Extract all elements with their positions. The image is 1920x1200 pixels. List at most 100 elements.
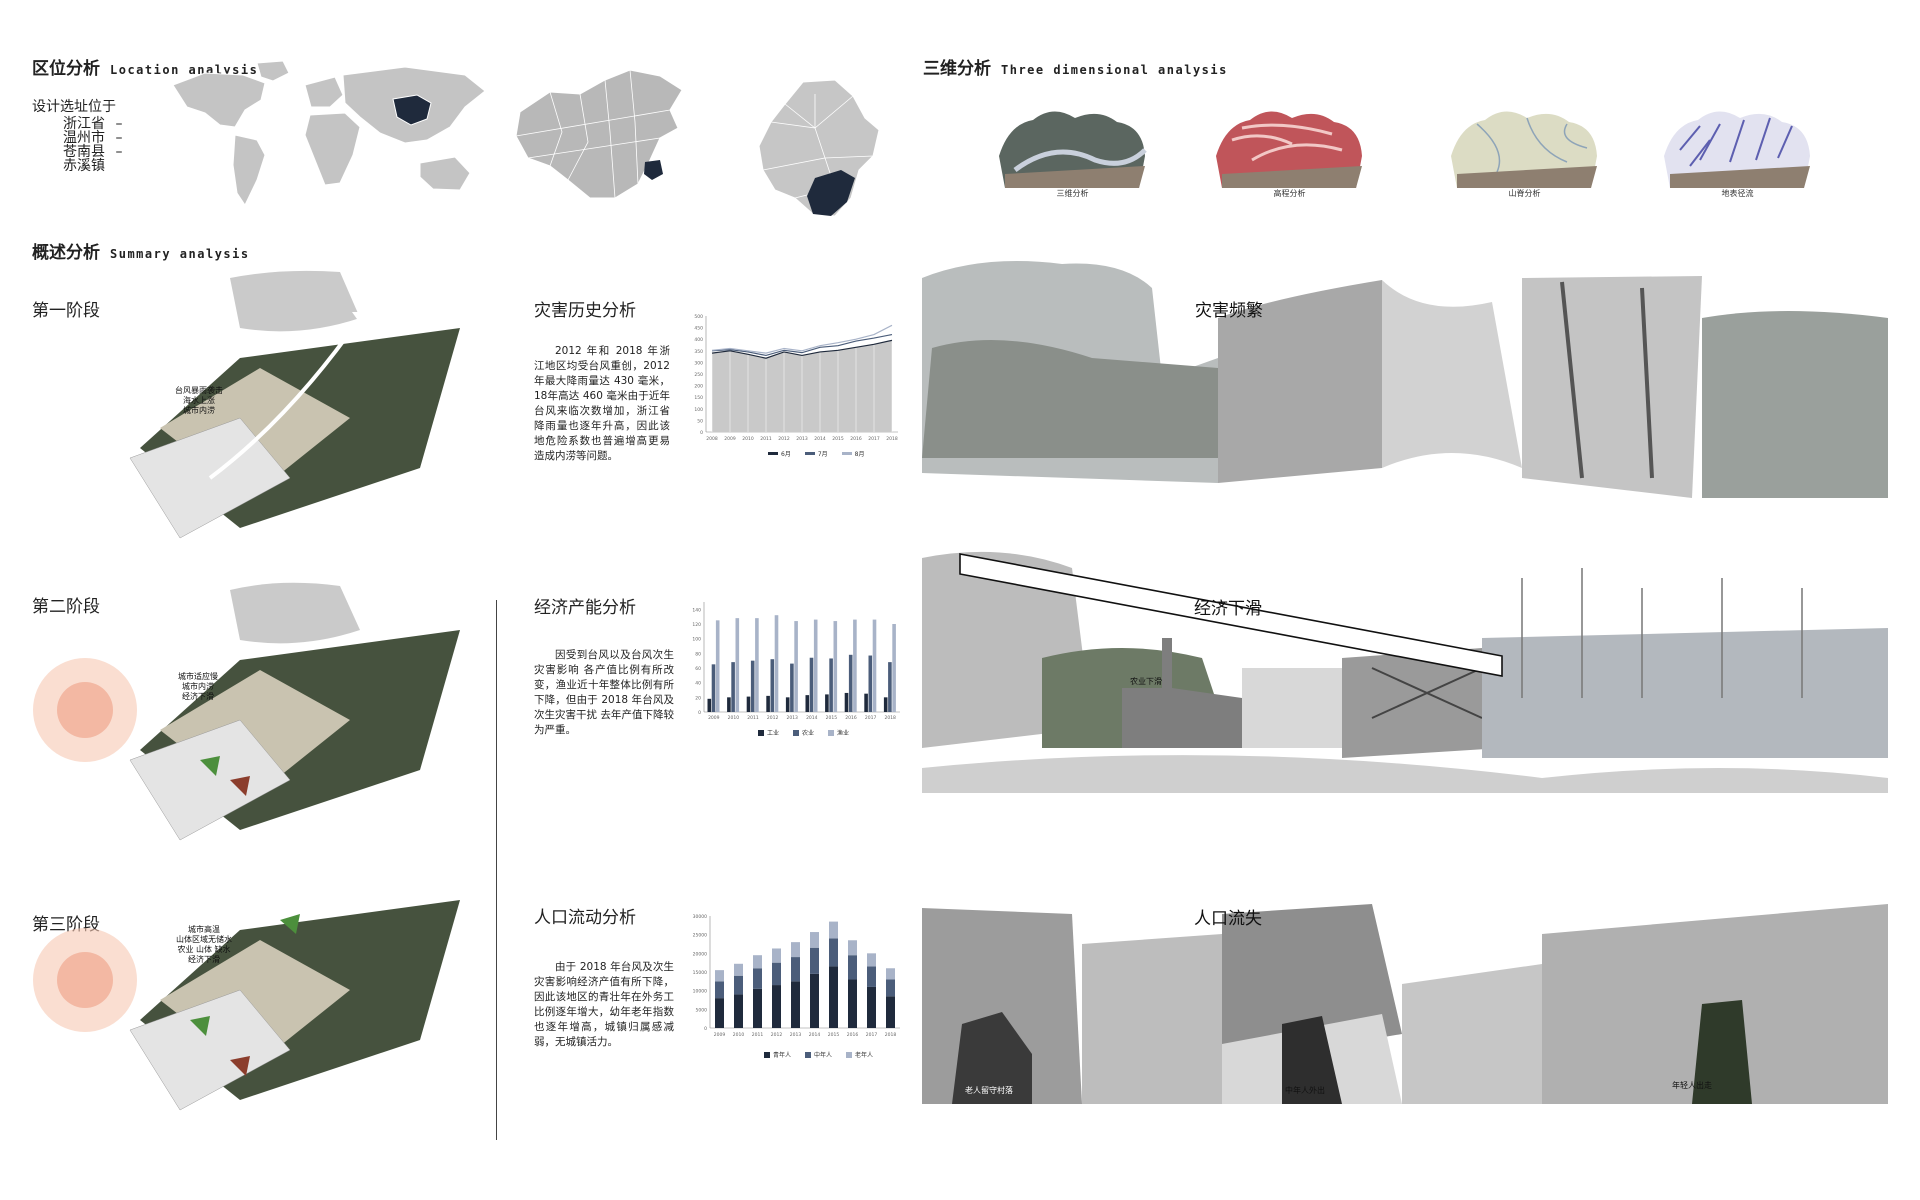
y-tick-label: 250 — [694, 372, 703, 378]
series-line-8月 — [711, 324, 893, 354]
stacked-bar-老年人 — [886, 968, 895, 980]
bar-农业 — [868, 655, 873, 712]
x-tick-label: 2017 — [865, 715, 877, 721]
bar-工业 — [844, 692, 849, 712]
terrain-model-runoff — [1664, 111, 1810, 188]
bar-渔业 — [872, 619, 877, 712]
series-line-6月 — [711, 339, 893, 359]
bar-渔业 — [853, 619, 857, 712]
analysis-text: 2012 年和 2018 年浙江地区均受台风重创，2012 年最大降雨量达 43… — [534, 345, 670, 462]
y-tick-label: 120 — [692, 622, 701, 628]
stage-note: 城市适应慢城市内涝经济下滑 — [178, 672, 218, 701]
collage-label: 经济下滑 — [1194, 599, 1262, 619]
stage-label: 第二阶段 — [32, 597, 100, 617]
x-tick-label: 2016 — [850, 436, 862, 442]
collage-label: 人口流失 — [1194, 909, 1262, 929]
divider-line — [496, 600, 497, 1140]
legend-item: 工业 — [758, 728, 779, 737]
title-cn: 概述分析 — [32, 243, 100, 263]
analysis-title: 人口流动分析 — [534, 908, 636, 928]
y-tick-label: 25000 — [693, 933, 707, 939]
stacked-bar-中年人 — [772, 962, 781, 986]
y-tick-label: 40 — [695, 681, 701, 687]
stacked-bar-青年人 — [829, 966, 838, 1028]
bar-工业 — [864, 693, 868, 712]
bar-农业 — [731, 662, 735, 712]
china-map — [515, 69, 683, 199]
y-tick-label: 450 — [694, 326, 703, 332]
bar-渔业 — [735, 618, 740, 712]
bar-渔业 — [813, 619, 818, 712]
x-tick-label: 2016 — [847, 1032, 859, 1038]
legend-item: 渔业 — [828, 728, 849, 737]
x-tick-label: 2009 — [708, 715, 720, 721]
y-tick-label: 100 — [692, 637, 701, 643]
analysis-title: 经济产能分析 — [534, 598, 636, 618]
decline-arrow-line — [959, 553, 1503, 677]
model-elevation: 高程分析 — [1212, 100, 1367, 199]
x-tick-label: 2010 — [742, 436, 754, 442]
stacked-bar-老年人 — [715, 970, 724, 982]
x-tick-label: 2017 — [868, 436, 880, 442]
x-tick-label: 2017 — [866, 1032, 878, 1038]
bar-农业 — [888, 662, 892, 712]
stacked-bar-青年人 — [810, 973, 819, 1028]
y-tick-label: 5000 — [696, 1007, 708, 1013]
terrain-model-ridge — [1451, 111, 1597, 188]
legend-item: 8月 — [841, 449, 864, 458]
x-tick-label: 2014 — [809, 1032, 821, 1038]
legend-item: 7月 — [804, 449, 828, 458]
stacked-bar-中年人 — [734, 975, 743, 995]
europe-shape — [304, 76, 344, 108]
collage-label: 灾害频繁 — [1195, 301, 1263, 321]
bar-农业 — [829, 658, 833, 712]
stacked-bar-中年人 — [753, 968, 762, 989]
chart-legend: 青年人 中年人 老年人 — [764, 1050, 873, 1059]
y-tick-label: 20000 — [693, 951, 707, 957]
bar-农业 — [750, 660, 755, 712]
x-tick-label: 2018 — [886, 436, 898, 442]
bar-渔业 — [833, 621, 838, 712]
bar-工业 — [785, 697, 790, 712]
x-tick-label: 2010 — [728, 715, 740, 721]
bar-农业 — [809, 657, 814, 712]
cangnan-highlight-shape — [807, 170, 855, 216]
x-tick-label: 2011 — [752, 1032, 764, 1038]
chart-legend: 6月 7月 8月 — [768, 449, 864, 458]
stage3-illustration — [33, 900, 460, 1111]
stacked-bar-青年人 — [715, 998, 724, 1028]
photo-label: 年轻人出走 — [1672, 1081, 1712, 1090]
south-america-shape — [232, 134, 266, 207]
location-intro: 设计选址位于 — [32, 99, 116, 115]
x-tick-label: 2016 — [845, 715, 857, 721]
x-tick-label: 2015 — [826, 715, 838, 721]
x-tick-label: 2014 — [806, 715, 818, 721]
bar-工业 — [766, 695, 770, 712]
bar-工业 — [825, 694, 829, 712]
place-item: 赤溪镇 — [63, 158, 105, 174]
africa-shape — [304, 112, 361, 186]
population-collage — [922, 904, 1888, 1104]
terrain-model-3d — [999, 111, 1147, 188]
analysis-text: 因受到台风以及台风次生灾害影响 各产值比例有所改变，渔业近十年整体比例有所下降，… — [534, 649, 674, 736]
stacked-bar-中年人 — [791, 957, 800, 982]
model-caption: 高程分析 — [1273, 189, 1306, 198]
model-3d: 三维分析 — [995, 100, 1150, 199]
stage-note: 台风暴雨袭击海水上涨城市内涝 — [175, 386, 223, 415]
y-tick-label: 0 — [704, 1026, 707, 1032]
x-tick-label: 2009 — [724, 436, 736, 442]
zhejiang-map — [758, 79, 880, 217]
title-en: Three dimensional analysis — [1001, 63, 1228, 77]
bar-渔业 — [892, 624, 896, 712]
chart-legend: 工业 农业 渔业 — [758, 728, 849, 737]
y-tick-label: 100 — [694, 407, 703, 413]
stacked-bar-中年人 — [886, 979, 895, 997]
china-highlight-shape — [392, 94, 432, 126]
y-tick-label: 50 — [697, 418, 703, 424]
model-runoff: 地表径流 — [1660, 100, 1815, 199]
stage-note: 城市高温山体区域无储水农业 山体 缺水经济下滑 — [176, 925, 232, 964]
world-map — [172, 60, 486, 207]
stacked-bar-老年人 — [772, 948, 781, 963]
